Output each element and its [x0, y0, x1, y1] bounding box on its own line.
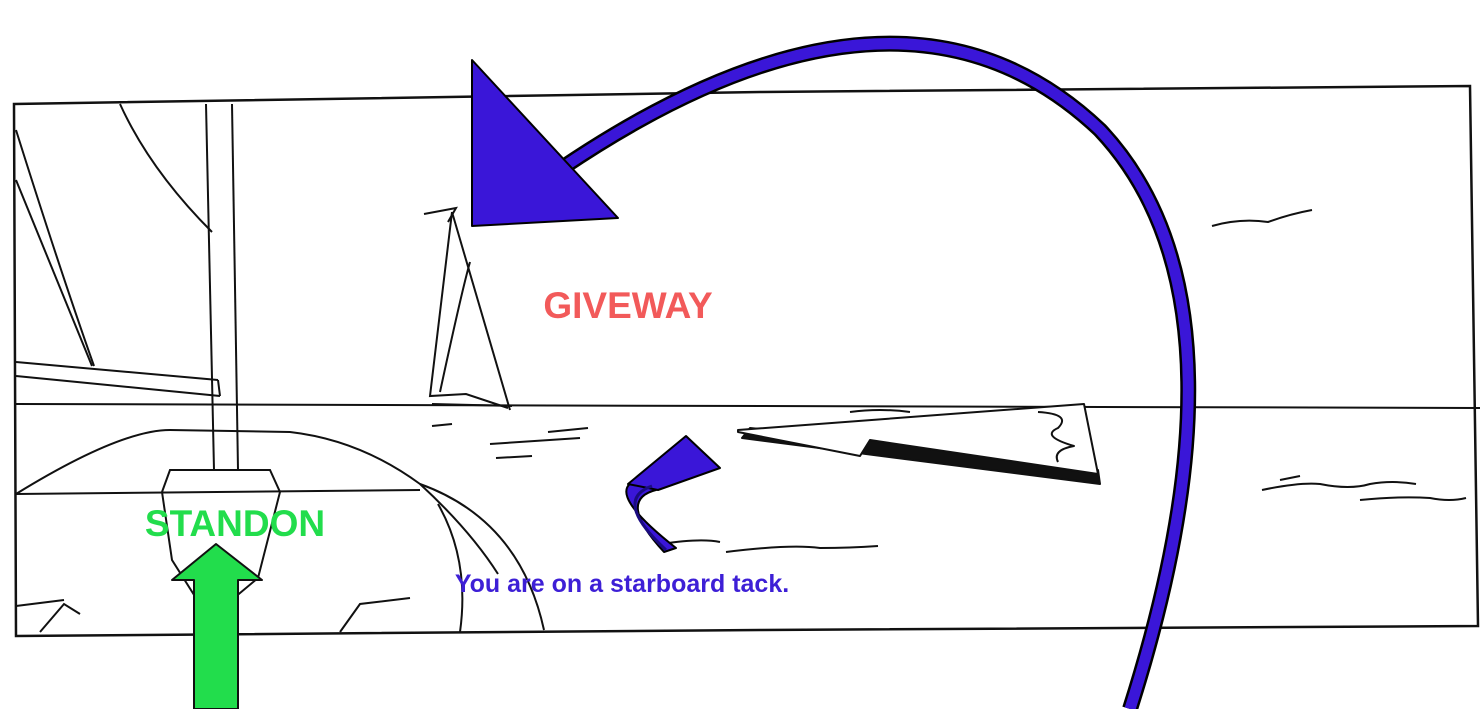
own-boat-mast: [206, 104, 238, 470]
seagull: [1212, 210, 1312, 226]
standon-label: STANDON: [145, 503, 325, 544]
giveway-label: GIVEWAY: [543, 285, 713, 326]
tack-caption: You are on a starboard tack.: [455, 570, 789, 598]
distant-sailboat: [424, 208, 512, 410]
own-boat-sails: [16, 104, 212, 366]
own-boat-boom: [16, 362, 220, 396]
giveway-turn-arrow: [472, 44, 1188, 709]
small-turn-arrow: [626, 436, 720, 552]
standon-up-arrow: [172, 544, 262, 709]
horizon-line: [16, 404, 1480, 408]
other-boat-bow: [738, 404, 1100, 484]
